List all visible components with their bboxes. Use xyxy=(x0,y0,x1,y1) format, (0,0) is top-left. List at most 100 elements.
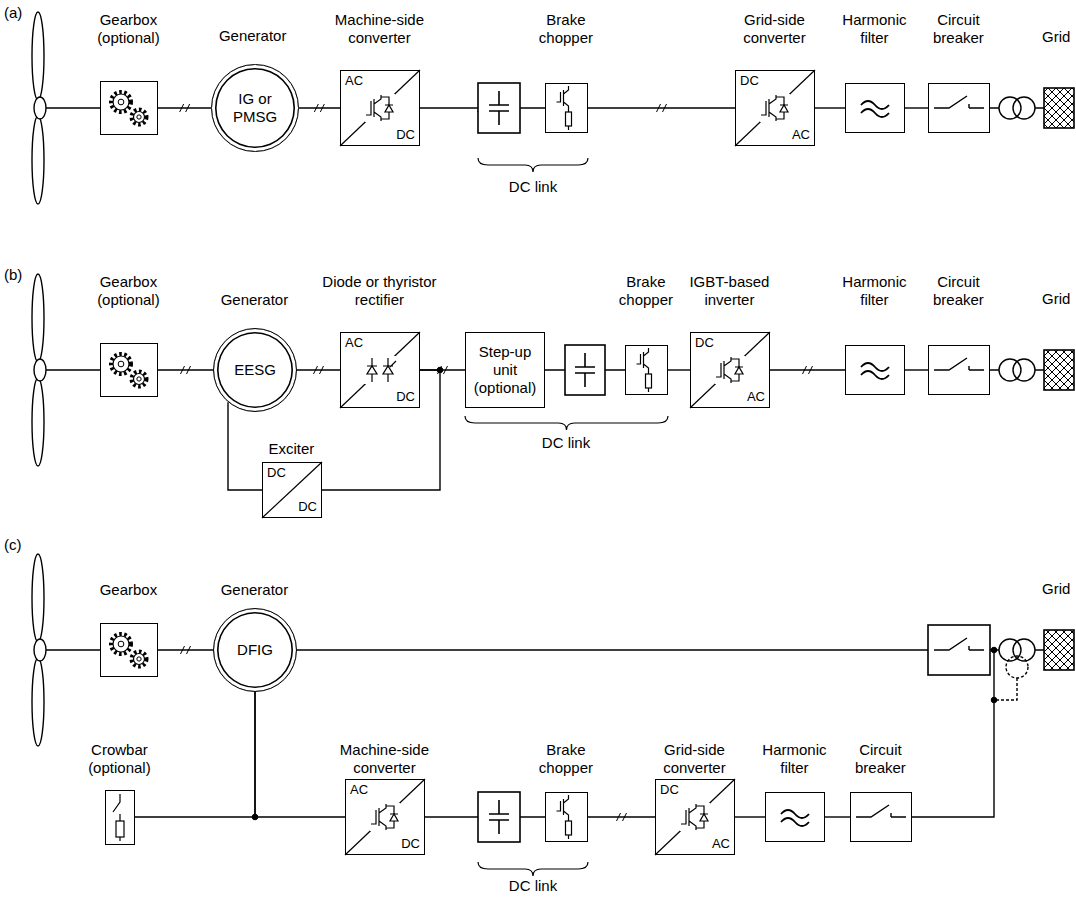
block-heading: Generator xyxy=(209,291,299,309)
phase-mark xyxy=(314,104,324,112)
capacitor-box xyxy=(565,345,605,395)
block-text: Step-up unit (optional) xyxy=(470,343,540,397)
gearbox-box: Gearbox (optional) xyxy=(100,343,158,397)
junction-dot xyxy=(991,697,997,703)
filter-box: Harmonic filter xyxy=(765,792,825,842)
rotor-blade xyxy=(32,116,44,204)
shaft-line xyxy=(44,107,100,108)
dc-link-label: DC link xyxy=(509,178,557,196)
gear-wheel xyxy=(134,654,145,665)
diode-symbol xyxy=(390,814,398,821)
converter-box: Machine-side converterACDC xyxy=(345,779,425,855)
port-label: DC xyxy=(396,127,415,143)
converter-box: Grid-side converterDCAC xyxy=(735,70,815,146)
rectifier-box: Diode or thyristor rectifierACDC xyxy=(340,332,420,408)
junction-dot xyxy=(437,367,443,373)
transformer-winding xyxy=(1013,97,1035,119)
junction-dot xyxy=(991,647,997,653)
gear-hub xyxy=(118,361,124,367)
grid-wire xyxy=(990,107,1044,108)
converter-box: Grid-side converterDCAC xyxy=(655,779,735,855)
block-heading: Machine-side converter xyxy=(329,11,429,47)
wire xyxy=(135,692,255,817)
converter-box: IGBT-based inverterDCAC xyxy=(690,332,770,408)
tertiary-winding xyxy=(1006,656,1028,678)
wire-group xyxy=(825,817,850,818)
block-heading: Generator xyxy=(209,581,299,599)
port-label: DC xyxy=(695,335,714,351)
converter-diagonal xyxy=(262,462,322,518)
diode-symbol xyxy=(735,367,743,374)
block-heading: Crowbar (optional) xyxy=(79,741,159,777)
port-label: DC xyxy=(396,389,415,405)
wire xyxy=(297,369,340,370)
block-text: DFIG xyxy=(237,641,273,659)
wire xyxy=(158,107,211,108)
diode-lead xyxy=(367,358,377,382)
diode-symbol xyxy=(780,105,788,112)
resistor-symbol xyxy=(566,821,572,835)
gear-hub xyxy=(137,657,141,661)
switch-symbol xyxy=(934,96,984,108)
wire-group xyxy=(770,366,845,374)
port-label: DC xyxy=(267,465,286,481)
transformer-winding xyxy=(1013,639,1035,661)
step-up-box: Step-up unit (optional) xyxy=(465,332,545,408)
rotor-hub xyxy=(34,639,46,661)
brake-chopper-box: Brake chopper xyxy=(545,83,588,133)
gear-teeth xyxy=(111,634,131,654)
diode-symbol xyxy=(383,366,393,374)
gear-wheel xyxy=(113,636,129,652)
block-heading: Machine-side converter xyxy=(334,741,434,777)
resistor-symbol xyxy=(646,374,652,388)
wire-group xyxy=(228,402,262,490)
port-label: AC xyxy=(350,782,368,798)
port-label: DC xyxy=(298,499,317,515)
symbol-ground xyxy=(715,356,745,384)
brake-chopper-box: Brake chopper xyxy=(545,792,588,842)
wire-group xyxy=(255,692,345,817)
breaker-box: Circuit breaker xyxy=(850,792,912,842)
symbol-ground xyxy=(365,94,395,122)
capacitor-symbol xyxy=(489,800,509,834)
generator-circle: GeneratorEESG xyxy=(213,328,297,412)
phase-mark xyxy=(657,104,667,112)
wire-group xyxy=(668,370,690,371)
grid-label: Grid xyxy=(1042,290,1070,308)
wire xyxy=(588,816,655,817)
capacitor-box xyxy=(478,792,520,842)
port-label: AC xyxy=(747,389,765,405)
converter-box: Machine-side converterACDC xyxy=(340,70,420,146)
wire xyxy=(255,692,345,817)
symbol-ground xyxy=(364,356,396,384)
panel-label: (b) xyxy=(4,266,22,284)
block-heading: Harmonic filter xyxy=(756,741,832,777)
gear-wheel xyxy=(134,112,145,123)
rotor-hub xyxy=(34,359,46,381)
capacitor-symbol xyxy=(489,91,509,125)
rotor-blade xyxy=(32,12,44,100)
block-heading: Harmonic filter xyxy=(836,273,912,309)
wire xyxy=(905,107,928,108)
block-heading: Gearbox xyxy=(93,581,163,599)
block-heading: Generator xyxy=(208,27,298,45)
block-heading: Harmonic filter xyxy=(836,11,912,47)
wire xyxy=(588,107,735,108)
igbt-symbol xyxy=(371,804,398,830)
block-heading: Grid-side converter xyxy=(734,11,814,47)
gear-hub xyxy=(137,115,141,119)
wire-group xyxy=(158,646,213,654)
dc-link-brace xyxy=(478,862,588,876)
igbt-symbol xyxy=(366,95,393,121)
dc-link-label: DC link xyxy=(509,877,557,895)
phase-mark xyxy=(180,104,190,112)
grid-wire xyxy=(990,649,1044,650)
port-label: AC xyxy=(345,335,363,351)
wire xyxy=(668,369,690,370)
block-heading: Circuit breaker xyxy=(925,273,991,309)
filter-symbol xyxy=(781,810,809,826)
port-label: DC xyxy=(401,836,420,852)
gear-hub xyxy=(137,377,141,381)
block-heading: Diode or thyristor rectifier xyxy=(309,273,449,309)
